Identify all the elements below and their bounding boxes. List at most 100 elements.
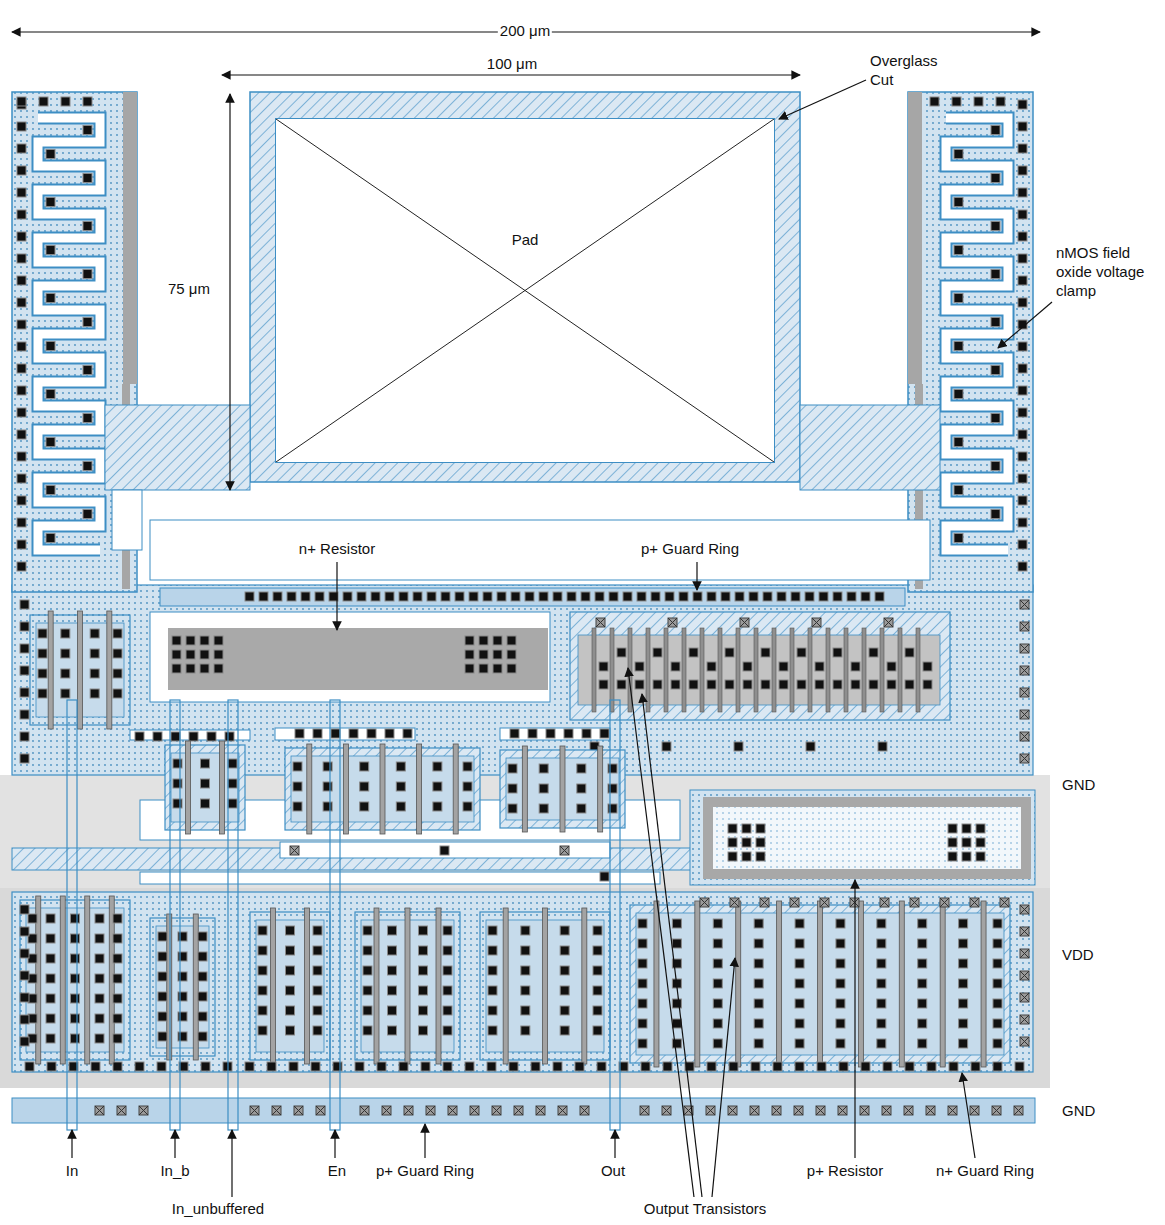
contact [791,592,800,601]
contact [948,852,957,861]
contact [71,994,80,1003]
contact [46,342,55,351]
contact [388,1026,397,1035]
contact [851,662,860,671]
contact [754,979,763,988]
contact [17,562,26,571]
leader-line [712,958,735,1197]
rail-name: VDD [1060,946,1096,965]
contact [173,799,182,808]
contact [1018,518,1027,527]
poly-gate [664,628,668,712]
contact [488,926,497,935]
contact [463,802,472,811]
contact [293,762,302,771]
contact [46,934,55,943]
poly-gate [453,744,458,834]
contact [198,932,207,941]
contact [113,649,122,658]
poly-gate [981,901,986,1067]
via-cross [1020,927,1029,936]
contact [948,838,957,847]
contact [1018,188,1027,197]
clamp-serpentine-edge [946,118,1008,550]
contact [443,926,452,935]
poly-gate [736,628,740,712]
contact [689,648,698,657]
via-cross [970,1106,979,1115]
contact [38,669,47,678]
contact [258,926,267,935]
contact [479,664,488,673]
contact [508,784,517,793]
contact [959,1039,968,1048]
leader-line [854,880,855,1158]
pad-label: Pad [509,231,542,249]
signal-name: En [326,1162,348,1181]
contact [385,592,394,601]
contact [815,680,824,689]
contact [313,729,322,738]
leader-line [962,1073,975,1158]
via-contact [772,1106,781,1115]
via-contact [1020,971,1029,980]
via-contact [250,1106,259,1115]
via-cross [1020,688,1029,697]
contact [954,342,963,351]
contact [259,592,268,601]
contact [672,1019,681,1028]
via-contact [730,898,739,907]
via-contact [448,1106,457,1115]
contact [510,729,519,738]
contact [90,669,99,678]
contact [773,1062,782,1071]
via-contact [117,1106,126,1115]
contact [488,966,497,975]
poly-gate [405,908,410,1064]
contact [388,986,397,995]
contact [83,366,92,375]
diffusion [171,753,239,822]
contact [455,592,464,601]
contact [637,592,646,601]
contact [258,986,267,995]
contact [521,986,530,995]
via-contact [514,1106,523,1115]
leader-line [71,1130,72,1158]
poly-gate [646,628,650,712]
via-cross [794,1106,803,1115]
contact [61,97,70,106]
contact [761,648,770,657]
contact [952,97,961,106]
metal-route [150,520,930,580]
via-contact [750,1106,759,1115]
poly-gate [598,746,603,832]
contact [797,680,806,689]
contact [1018,386,1027,395]
contact [672,999,681,1008]
contact [295,729,304,738]
contact [507,650,516,659]
via-contact [1020,905,1029,914]
contact [286,926,295,935]
contact [918,1039,927,1048]
contact [918,939,927,948]
contact [363,946,372,955]
via-contact [580,1106,589,1115]
contact [178,952,187,961]
cross-line [276,119,774,462]
contact [795,939,804,948]
contact [186,636,195,645]
contact [581,592,590,601]
contact [1018,122,1027,131]
contact [313,966,322,975]
contact [623,592,632,601]
poly-gate [844,628,848,712]
contact [46,294,55,303]
contact [887,662,896,671]
contact [795,1039,804,1048]
contact [877,959,886,968]
contact [201,779,210,788]
contact [363,966,372,975]
contact [511,592,520,601]
